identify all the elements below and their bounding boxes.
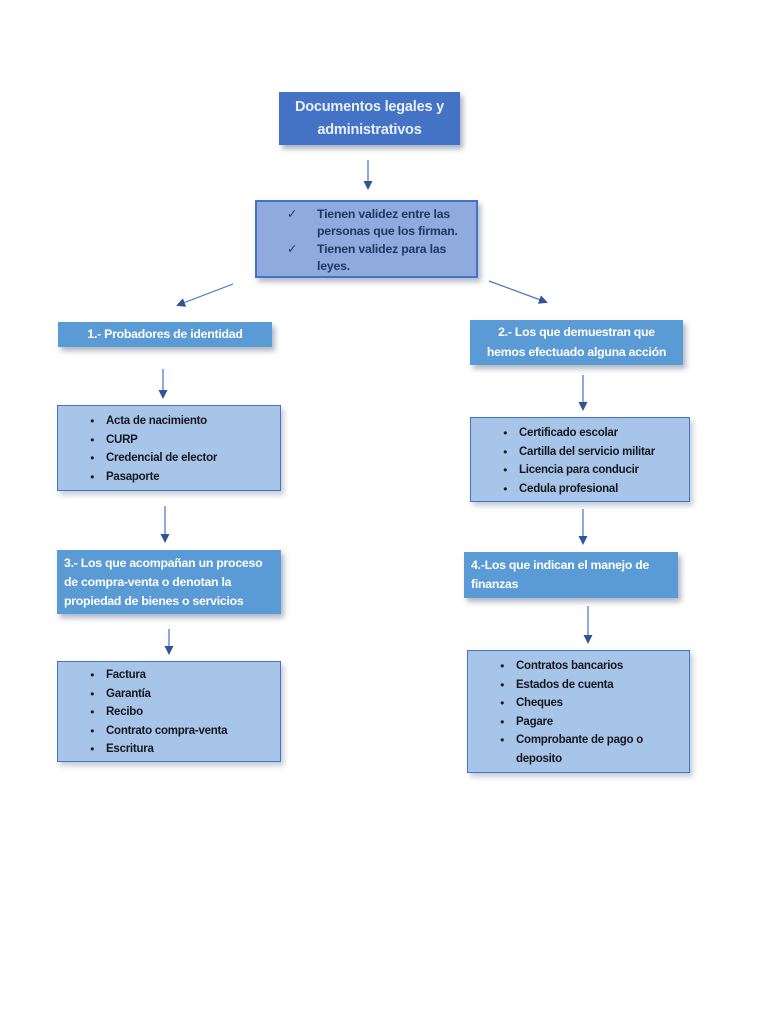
list-item: Cartilla del servicio militar [471,443,689,462]
title-text: Documentos legales y administrativos [294,99,445,138]
list-item: CURP [58,431,280,450]
list-item: Cheques [468,694,689,713]
identity-list: Acta de nacimientoCURPCredencial de elec… [58,412,280,486]
identity-header-box: 1.- Probadores de identidad [58,322,272,347]
list-item: Factura [58,666,280,685]
identity-list-box: Acta de nacimientoCURPCredencial de elec… [57,405,281,491]
finance-header-text: 4.-Los que indican el manejo de finanzas [471,558,650,592]
commerce-list-box: FacturaGarantíaReciboContrato compra-ven… [57,661,281,762]
validity-list: Tienen validez entre las personas que lo… [257,206,476,276]
finance-list: Contratos bancariosEstados de cuentaCheq… [468,657,689,769]
list-item: Comprobante de pago o deposito [468,731,689,768]
list-item: Tienen validez entre las personas que lo… [257,206,476,241]
actions-header-text: 2.- Los que demuestran que hemos efectua… [486,325,667,359]
commerce-header-text: 3.- Los que acompañan un proceso de comp… [64,556,263,609]
arrow-validity-to-identity [176,283,234,307]
actions-header-box: 2.- Los que demuestran que hemos efectua… [470,320,683,365]
list-item: Tienen validez para las leyes. [257,241,476,276]
list-item: Escritura [58,740,280,759]
identity-header-text: 1.- Probadores de identidad [87,326,243,341]
list-item: Cedula profesional [471,480,689,499]
finance-list-box: Contratos bancariosEstados de cuentaCheq… [467,650,690,773]
actions-list: Certificado escolarCartilla del servicio… [471,424,689,498]
list-item: Acta de nacimiento [58,412,280,431]
list-item: Garantía [58,685,280,704]
title-box: Documentos legales y administrativos [279,92,460,145]
list-item: Contrato compra-venta [58,722,280,741]
list-item: Contratos bancarios [468,657,689,676]
list-item: Credencial de elector [58,449,280,468]
commerce-header-box: 3.- Los que acompañan un proceso de comp… [57,550,281,614]
list-item: Certificado escolar [471,424,689,443]
list-item: Pagare [468,713,689,732]
actions-list-box: Certificado escolarCartilla del servicio… [470,417,690,502]
list-item: Recibo [58,703,280,722]
list-item: Estados de cuenta [468,676,689,695]
commerce-list: FacturaGarantíaReciboContrato compra-ven… [58,666,280,759]
list-item: Licencia para conducir [471,461,689,480]
list-item: Pasaporte [58,468,280,487]
arrow-validity-to-actions [488,280,548,304]
validity-box: Tienen validez entre las personas que lo… [255,200,478,278]
finance-header-box: 4.-Los que indican el manejo de finanzas [464,552,678,598]
